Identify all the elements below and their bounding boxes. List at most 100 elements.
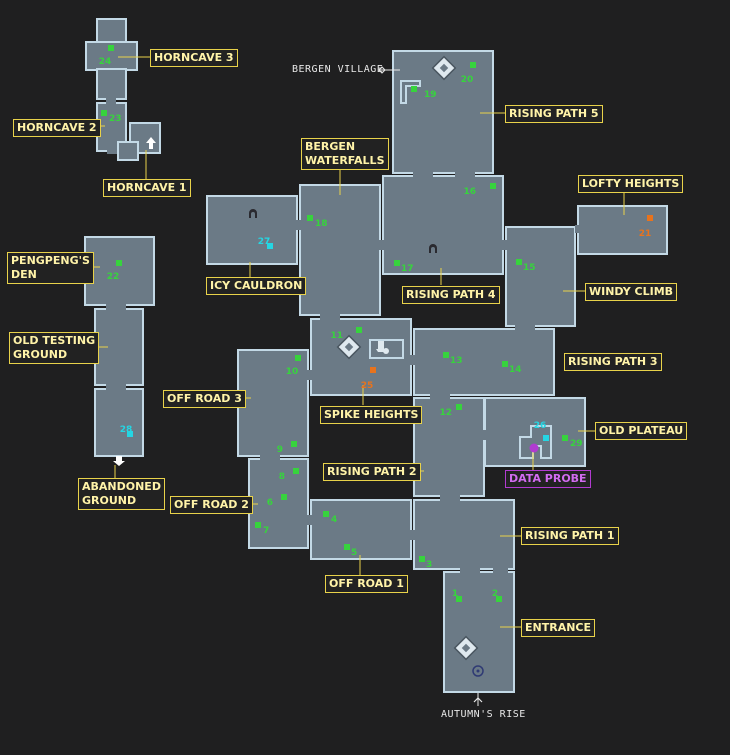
label-rising-path-3: RISING PATH 3	[564, 353, 662, 371]
marker-number-29: 29	[570, 439, 583, 449]
room-old-plateau[interactable]	[484, 397, 586, 467]
room-lofty-heights[interactable]	[577, 205, 668, 255]
room-rising-path-1[interactable]	[413, 499, 515, 570]
green-marker-16[interactable]	[490, 183, 496, 189]
marker-number-12: 12	[439, 408, 452, 418]
door-arch-icon[interactable]	[429, 244, 437, 253]
room-horncave-1[interactable]	[129, 122, 161, 154]
marker-number-27: 27	[258, 237, 271, 247]
label-lofty-heights: LOFTY HEIGHTS	[578, 175, 684, 193]
marker-number-8: 8	[279, 472, 285, 482]
orange-marker-21[interactable]	[647, 215, 653, 221]
door-gaps	[106, 97, 580, 574]
room-off-road-1[interactable]	[310, 499, 412, 560]
room-horncave-1b[interactable]	[117, 141, 139, 161]
green-marker-17[interactable]	[394, 260, 400, 266]
room-rising-path-4[interactable]	[382, 175, 504, 275]
label-off-road-1: OFF ROAD 1	[325, 575, 408, 593]
marker-number-20: 20	[461, 75, 474, 85]
door-arch-icon[interactable]	[249, 209, 257, 218]
green-marker-4[interactable]	[323, 511, 329, 517]
save-crystal-icon[interactable]	[431, 55, 457, 81]
room-horncave-3c[interactable]	[96, 68, 127, 100]
warp-icon[interactable]	[383, 348, 389, 354]
marker-number-25: 25	[361, 381, 374, 391]
marker-number-24: 24	[99, 57, 112, 67]
room-rising-path-3[interactable]	[413, 328, 555, 396]
marker-number-11: 11	[330, 331, 343, 341]
room-abandoned-ground[interactable]	[94, 388, 144, 457]
marker-number-19: 19	[424, 90, 437, 100]
label-bergen-waterfalls: BERGEN WATERFALLS	[301, 138, 389, 170]
warp-icon[interactable]	[472, 665, 484, 677]
label-horncave-3: HORNCAVE 3	[150, 49, 238, 67]
save-crystal-icon[interactable]	[453, 635, 479, 661]
marker-number-14: 14	[509, 365, 522, 375]
label-windy-climb: WINDY CLIMB	[585, 283, 678, 301]
label-rising-path-5: RISING PATH 5	[505, 105, 603, 123]
green-marker-13[interactable]	[443, 352, 449, 358]
green-marker-24[interactable]	[108, 45, 114, 51]
room-horncave-3[interactable]	[96, 18, 127, 44]
room-icy-cauldron[interactable]	[206, 195, 298, 265]
marker-number-4: 4	[331, 515, 337, 525]
marker-number-16: 16	[463, 187, 476, 197]
marker-number-10: 10	[286, 367, 299, 377]
cyan-marker-27[interactable]	[267, 243, 273, 249]
cyan-marker-26[interactable]	[543, 435, 549, 441]
down-arrow-icon[interactable]	[113, 456, 125, 466]
marker-number-17: 17	[401, 264, 414, 274]
green-marker-7[interactable]	[255, 522, 261, 528]
exit-arrow-icon	[473, 697, 483, 703]
green-marker-8[interactable]	[293, 468, 299, 474]
marker-number-13: 13	[450, 356, 463, 366]
green-marker-18[interactable]	[307, 215, 313, 221]
green-marker-1[interactable]	[456, 596, 462, 602]
marker-number-9: 9	[277, 445, 283, 455]
room-windy-climb[interactable]	[505, 226, 576, 327]
bergen-village-exit-icon	[378, 66, 386, 74]
green-marker-15[interactable]	[516, 259, 522, 265]
green-marker-23[interactable]	[101, 110, 107, 116]
room-rising-path-5[interactable]	[392, 50, 494, 174]
data-probe-icon[interactable]	[529, 443, 539, 453]
green-marker-22[interactable]	[116, 260, 122, 266]
save-crystal-icon[interactable]	[336, 334, 362, 360]
label-spike-heights: SPIKE HEIGHTS	[320, 406, 423, 424]
green-marker-6[interactable]	[281, 494, 287, 500]
label-old-testing-ground: OLD TESTING GROUND	[9, 332, 100, 364]
marker-number-22: 22	[107, 272, 120, 282]
label-pengpengs-den: PENGPENG'S DEN	[7, 252, 94, 284]
green-marker-12[interactable]	[456, 404, 462, 410]
marker-number-5: 5	[351, 548, 357, 558]
marker-number-18: 18	[315, 219, 328, 229]
label-abandoned-ground: ABANDONED GROUND	[78, 478, 165, 510]
cyan-marker-28[interactable]	[127, 431, 133, 437]
up-arrow-icon[interactable]	[146, 137, 156, 149]
green-marker-10[interactable]	[295, 355, 301, 361]
label-rising-path-2: RISING PATH 2	[323, 463, 421, 481]
room-off-road-3[interactable]	[237, 349, 309, 457]
label-horncave-2: HORNCAVE 2	[13, 119, 101, 137]
green-marker-19[interactable]	[411, 86, 417, 92]
marker-number-15: 15	[523, 263, 536, 273]
marker-number-6: 6	[267, 498, 273, 508]
label-off-road-2: OFF ROAD 2	[170, 496, 253, 514]
label-rising-path-4: RISING PATH 4	[402, 286, 500, 304]
green-marker-11[interactable]	[356, 327, 362, 333]
green-marker-3[interactable]	[419, 556, 425, 562]
green-marker-29[interactable]	[562, 435, 568, 441]
green-marker-14[interactable]	[502, 361, 508, 367]
label-horncave-1: HORNCAVE 1	[103, 179, 191, 197]
green-marker-9[interactable]	[291, 441, 297, 447]
label-autumns-rise: AUTUMN'S RISE	[441, 709, 526, 720]
orange-marker-25[interactable]	[370, 367, 376, 373]
green-marker-2[interactable]	[496, 596, 502, 602]
marker-number-2: 2	[492, 589, 498, 599]
green-marker-20[interactable]	[470, 62, 476, 68]
green-marker-5[interactable]	[344, 544, 350, 550]
room-bergen-waterfalls[interactable]	[299, 184, 381, 316]
marker-number-28: 28	[120, 425, 133, 435]
room-pengpengs-den[interactable]	[84, 236, 155, 306]
